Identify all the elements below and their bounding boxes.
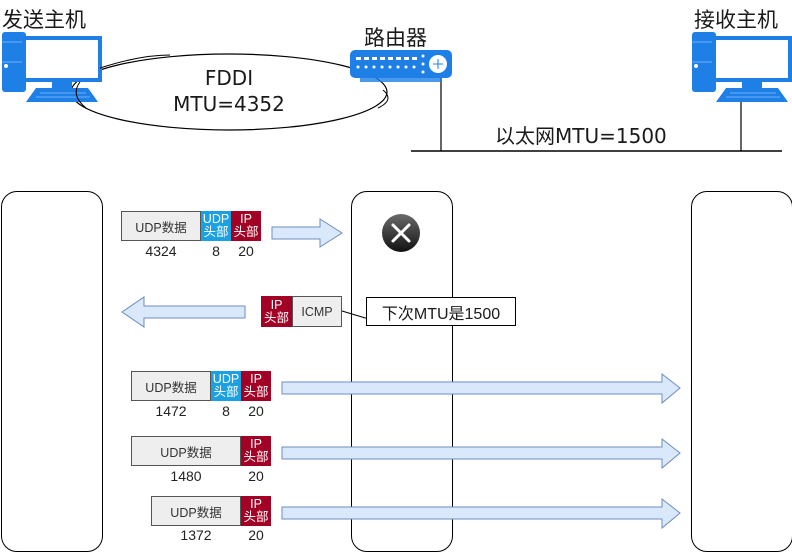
ip-header-label-2: 头部 [243, 385, 269, 399]
udp-data-segment: UDP数据 [151, 496, 241, 526]
udp-header-segment: UDP 头部 [211, 371, 241, 401]
icmp-segment: ICMP [292, 296, 342, 327]
fddi-mtu-label: MTU=4352 [173, 92, 285, 116]
ip-header-segment: IP 头部 [241, 496, 271, 526]
udp-data-size: 1480 [170, 468, 202, 484]
desktop-computer-icon [692, 32, 792, 102]
arrow-right-packet-4 [281, 497, 681, 530]
udp-header-label-2: 头部 [203, 225, 229, 239]
udp-header-label: UDP [202, 212, 230, 226]
next-mtu-callout: 下次MTU是1500 [366, 297, 516, 326]
udp-header-size: 8 [212, 243, 220, 259]
ip-header-size: 20 [238, 243, 254, 259]
udp-data-size: 1472 [155, 403, 187, 419]
fddi-label: FDDI [204, 66, 254, 90]
arrow-right-packet-3 [281, 437, 681, 470]
ip-header-label-2: 头部 [233, 225, 259, 239]
ip-header-segment: IP 头部 [241, 436, 271, 466]
udp-data-segment: UDP数据 [121, 211, 201, 241]
arrow-right-packet-1 [271, 218, 343, 248]
router-icon [350, 50, 452, 82]
udp-header-segment: UDP 头部 [201, 211, 231, 241]
ip-header-label: IP [240, 212, 252, 226]
ip-header-label-2: 头部 [243, 510, 269, 524]
desktop-computer-icon [2, 32, 102, 102]
arrow-right-packet-2 [281, 372, 681, 405]
ip-header-label: IP [250, 437, 262, 451]
ip-header-label: IP [270, 297, 283, 312]
ip-header-label-2: 头部 [263, 310, 289, 325]
ip-header-size: 20 [248, 403, 264, 419]
arrow-left-icmp [121, 296, 246, 328]
udp-header-label-2: 头部 [213, 385, 239, 399]
ip-header-size: 20 [248, 527, 264, 543]
receiver-title: 接收主机 [694, 8, 778, 32]
sender-lane [1, 191, 103, 552]
router-title: 路由器 [364, 26, 427, 50]
ip-header-segment: IP 头部 [231, 211, 261, 241]
close-circle-icon [382, 214, 420, 252]
ip-header-label: IP [250, 497, 262, 511]
udp-data-size: 1372 [180, 527, 212, 543]
ip-header-size: 20 [248, 468, 264, 484]
ip-header-label-2: 头部 [243, 450, 269, 464]
ip-header-segment: IP 头部 [261, 296, 292, 327]
udp-data-segment: UDP数据 [131, 436, 241, 466]
udp-header-size: 8 [222, 403, 230, 419]
udp-data-segment: UDP数据 [131, 371, 211, 401]
udp-header-label: UDP [212, 372, 240, 386]
ethernet-mtu-label: 以太网MTU=1500 [495, 124, 667, 148]
udp-data-size: 4324 [145, 243, 177, 259]
ip-header-label: IP [250, 372, 262, 386]
sender-title: 发送主机 [2, 8, 86, 32]
ip-header-segment: IP 头部 [241, 371, 271, 401]
